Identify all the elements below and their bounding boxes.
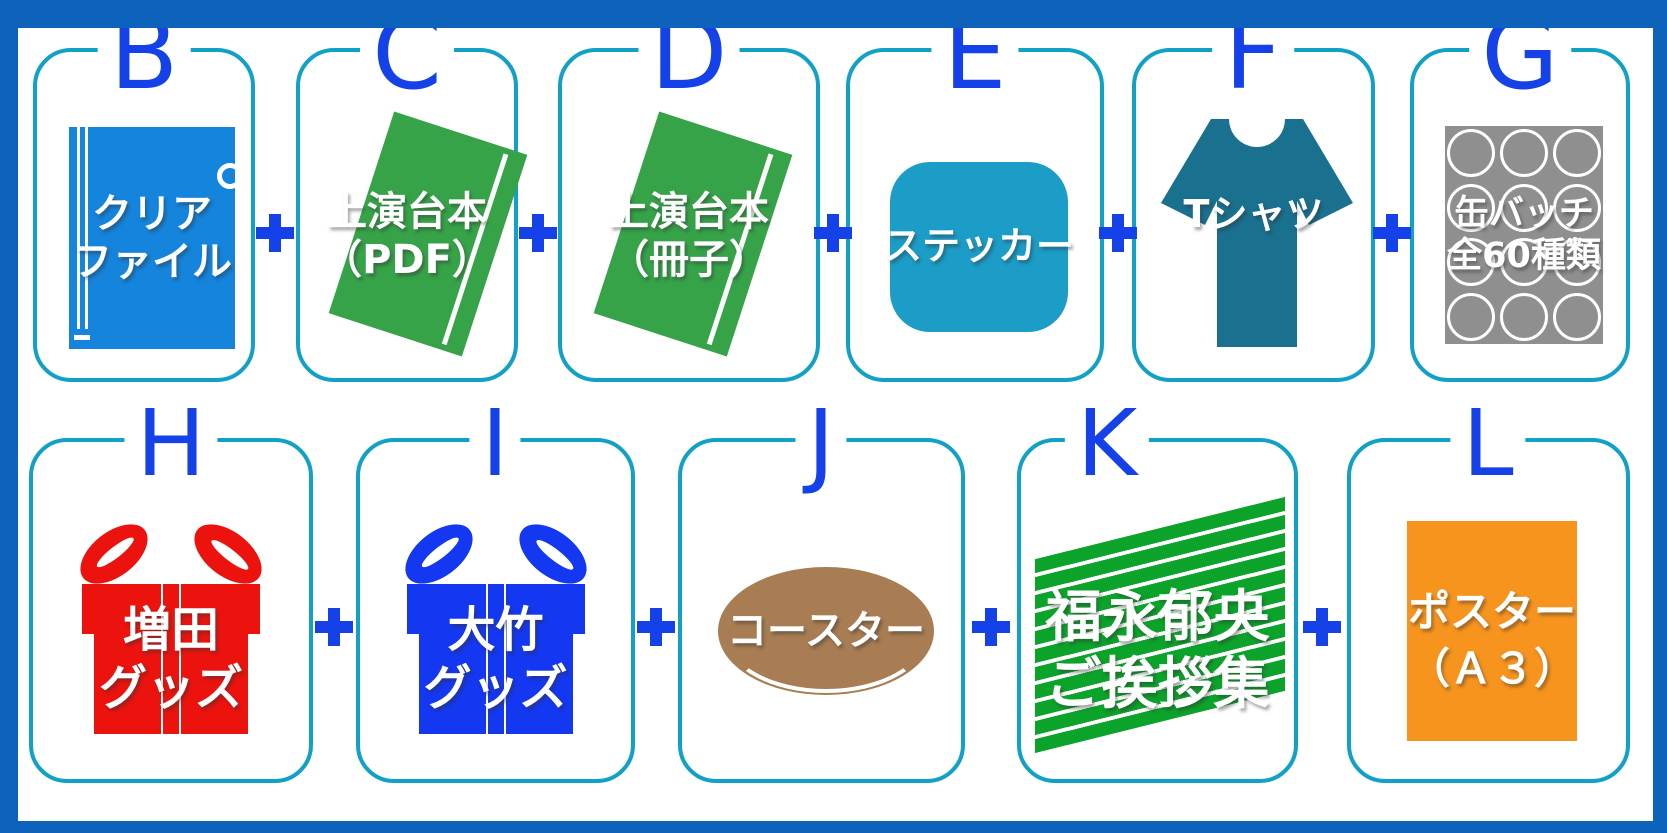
label-line: ファイル — [72, 239, 232, 285]
item-label-tshirt: Tシャツ — [1136, 192, 1371, 238]
badge-circle-icon — [1499, 238, 1548, 287]
item-letter-h: H — [124, 398, 218, 490]
item-label-coaster: コースター — [727, 607, 925, 655]
label-line: 上演台本 — [327, 189, 487, 235]
item-label-badges: 缶バッチ 全60種類 — [1445, 126, 1603, 344]
item-letter-i: I — [469, 398, 521, 490]
file-thumb-notch-icon — [217, 163, 235, 189]
coaster-graphic: コースター — [718, 567, 934, 695]
item-label-script-booklet: 上演台本 （冊子） — [562, 188, 816, 284]
item-label-otake-goods: 大竹 グッズ — [392, 602, 600, 717]
label-line: （Ａ３） — [1407, 644, 1576, 693]
plus-icon — [1303, 608, 1341, 646]
label-line: ご挨拶集 — [1045, 652, 1270, 718]
badge-circle-icon — [1552, 183, 1601, 232]
badge-circle-icon — [1447, 292, 1496, 341]
gift-bow-icon — [183, 512, 273, 596]
label-line: 大竹 — [447, 602, 544, 658]
gift-bow-icon — [394, 512, 483, 596]
gift-body — [94, 634, 248, 734]
label-line: グッズ — [98, 659, 243, 716]
item-label-masuda-goods: 増田 グッズ — [67, 602, 275, 717]
label-line: （PDF） — [322, 237, 492, 283]
label-line: 全60種類 — [1447, 236, 1601, 276]
label-line: コースター — [727, 608, 925, 654]
badge-circles — [1445, 126, 1603, 344]
gift-bow-icon — [69, 512, 159, 596]
file-edge-line — [85, 127, 88, 329]
plus-icon — [1373, 214, 1411, 252]
item-letter-e: E — [931, 4, 1019, 104]
gift-ribbon-line — [179, 584, 181, 734]
label-line: グッズ — [423, 659, 568, 716]
gift-lid — [406, 584, 585, 634]
item-letter-d: D — [638, 4, 740, 104]
badge-circle-icon — [1447, 129, 1496, 178]
label-line: 福永郁央 — [1045, 585, 1270, 650]
badge-circle-icon — [1447, 183, 1496, 232]
item-label-clear-file: クリア ファイル — [72, 190, 232, 286]
label-line: ステッカー — [884, 224, 1075, 269]
label-line: クリア — [92, 191, 212, 237]
plus-icon — [256, 214, 294, 252]
badge-circle-icon — [1552, 238, 1601, 287]
badge-sheet-graphic: 缶バッチ 全60種類 — [1445, 126, 1603, 344]
sticker-graphic: ステッカー — [884, 162, 1074, 332]
label-line: 缶バッチ — [1453, 194, 1594, 234]
item-card-h: 増田 グッズ — [29, 438, 313, 783]
plus-icon — [814, 214, 852, 252]
badge-circle-icon — [1552, 129, 1601, 178]
item-label-sticker: ステッカー — [884, 224, 1074, 270]
plus-icon — [519, 214, 557, 252]
item-label-script-pdf: 上演台本 （PDF） — [300, 188, 514, 284]
plus-icon — [637, 608, 675, 646]
item-card-k: 福永郁央 ご挨拶集 — [1017, 438, 1298, 783]
gift-ribbon-line — [485, 584, 488, 734]
item-label-greetings-collection: 福永郁央 ご挨拶集 — [1021, 584, 1294, 718]
clear-file-graphic: クリア ファイル — [69, 127, 235, 349]
item-card-i: 大竹 グッズ — [356, 438, 635, 783]
badge-circle-icon — [1552, 292, 1601, 341]
gift-body — [418, 634, 573, 734]
gift-ribbon-line — [161, 584, 163, 734]
plus-icon — [315, 608, 353, 646]
file-edge-line — [77, 127, 80, 329]
badge-circle-icon — [1447, 238, 1496, 287]
badge-circle-icon — [1499, 129, 1548, 178]
label-line: 増田 — [122, 602, 219, 658]
poster-graphic: ポスター （Ａ３） — [1407, 521, 1577, 741]
gift-lid — [82, 584, 260, 634]
gift-box-graphic: 大竹 グッズ — [392, 512, 600, 736]
label-line: ポスター — [1407, 587, 1576, 637]
plus-icon — [1099, 214, 1137, 252]
item-letter-k: K — [1064, 398, 1150, 490]
file-edge-dash — [74, 335, 90, 340]
label-line: Tシャツ — [1183, 192, 1324, 236]
item-letter-c: C — [360, 4, 454, 104]
item-letter-j: J — [795, 398, 847, 490]
gift-box-graphic: 増田 グッズ — [67, 512, 275, 736]
item-letter-l: L — [1450, 398, 1526, 490]
item-letter-f: F — [1212, 4, 1294, 104]
label-line: （冊子） — [609, 237, 769, 283]
item-label-poster: ポスター （Ａ３） — [1408, 584, 1576, 697]
label-line: 上演台本 — [609, 189, 769, 235]
badge-circle-icon — [1499, 183, 1548, 232]
badge-circle-icon — [1499, 292, 1548, 341]
item-letter-g: G — [1469, 4, 1571, 104]
gift-ribbon-line — [503, 584, 506, 734]
item-card-l: ポスター （Ａ３） — [1347, 438, 1630, 783]
tshirt-graphic — [1161, 119, 1353, 347]
item-letter-b: B — [97, 4, 191, 104]
gift-bow-icon — [508, 512, 597, 596]
plus-icon — [972, 608, 1010, 646]
